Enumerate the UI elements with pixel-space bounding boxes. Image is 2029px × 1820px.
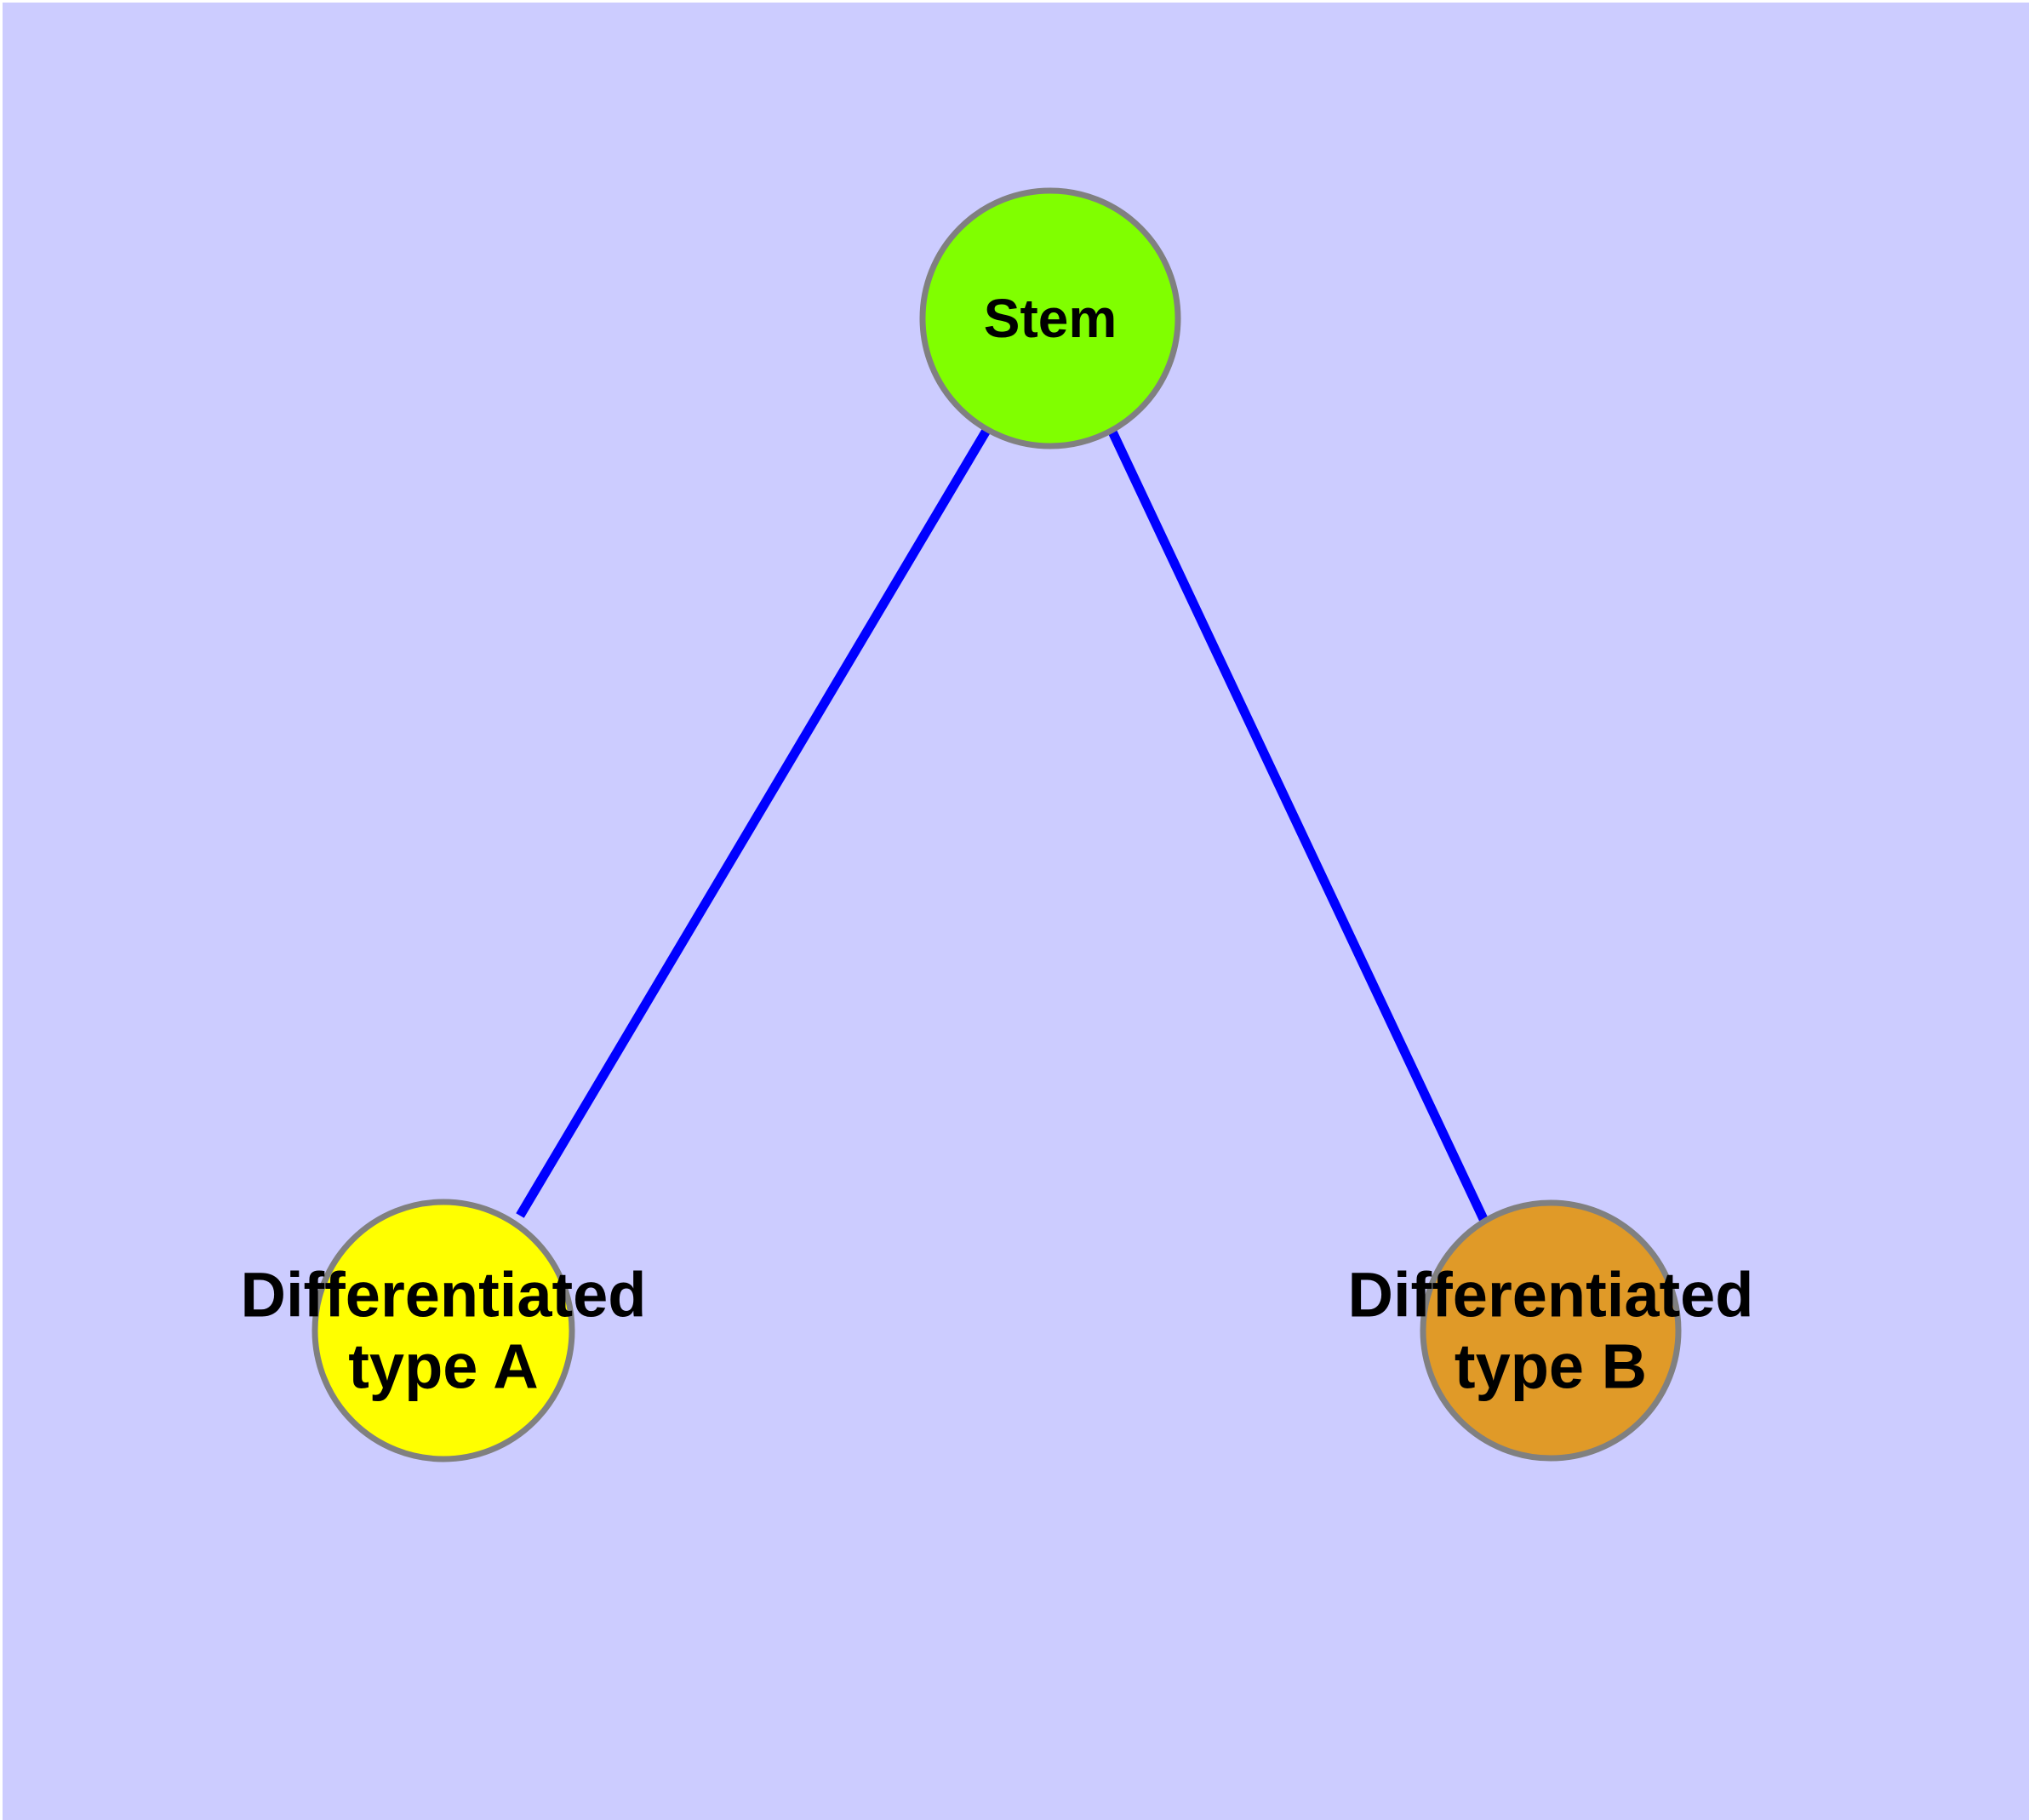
edge-stem-to-differentiated-type-b[interactable] <box>1107 427 1488 1222</box>
node-stem-label: Stem <box>984 288 1117 349</box>
edges-layer <box>516 426 1488 1222</box>
node-label-line: type B <box>1455 1331 1647 1402</box>
node-stem-circle[interactable] <box>919 187 1181 449</box>
node-label-line: Stem <box>984 288 1117 349</box>
node-differentiated-type-a-circle[interactable] <box>311 1199 575 1462</box>
nodes-layer <box>311 187 1682 1462</box>
node-differentiated-type-b-circle[interactable] <box>1420 1199 1682 1462</box>
edge-stem-to-differentiated-type-a[interactable] <box>516 426 992 1218</box>
node-label-line: Differentiated <box>1348 1259 1754 1330</box>
node-label-line: Differentiated <box>241 1259 647 1330</box>
node-label-line: type A <box>348 1331 538 1402</box>
